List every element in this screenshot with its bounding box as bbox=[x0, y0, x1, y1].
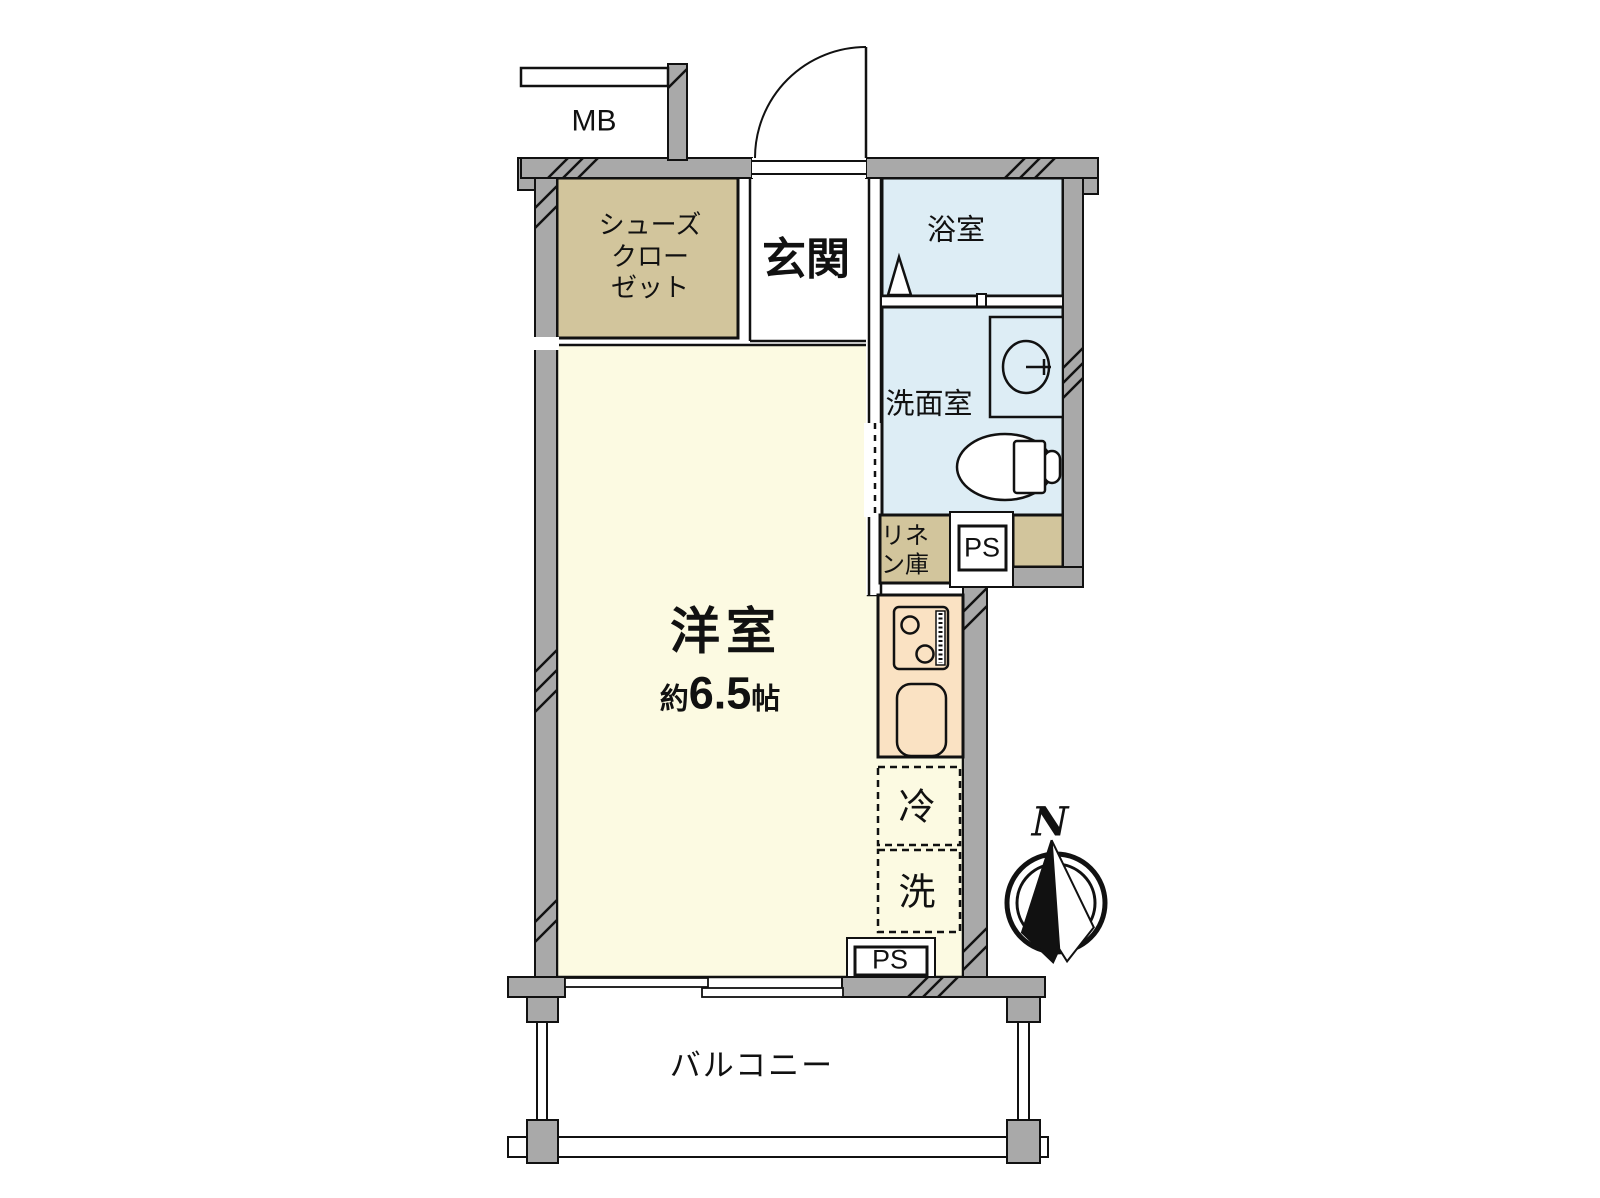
meter-box-label: MB bbox=[571, 104, 617, 138]
walls bbox=[507, 63, 1099, 998]
ps-lower-label: PS bbox=[871, 944, 909, 975]
balcony-structure bbox=[507, 996, 1049, 1164]
service-strip bbox=[1011, 513, 1065, 569]
entrance-door bbox=[752, 46, 868, 178]
ps-upper-box bbox=[949, 511, 1014, 588]
meter-box bbox=[519, 66, 670, 88]
refrigerator-label: 冷 bbox=[898, 786, 936, 828]
sliding-window bbox=[564, 977, 844, 998]
washroom-label: 洗面室 bbox=[885, 388, 973, 421]
refrigerator-space bbox=[876, 765, 962, 847]
compass-north-label: N bbox=[1031, 798, 1069, 846]
toilet-icon bbox=[955, 432, 1062, 502]
washer-label: 洗 bbox=[898, 871, 936, 913]
ps-lower-box bbox=[846, 937, 936, 978]
washer-space bbox=[876, 848, 962, 934]
washbasin-icon bbox=[988, 315, 1065, 419]
western-room-size: 約6.5帖 bbox=[659, 667, 781, 719]
genkan-area bbox=[748, 178, 866, 343]
stove-icon bbox=[892, 605, 950, 671]
left-wall-opening bbox=[532, 337, 559, 350]
kitchen-counter bbox=[876, 593, 965, 759]
balcony-label: バルコニー bbox=[669, 1048, 835, 1084]
bathroom-label: 浴室 bbox=[926, 214, 986, 247]
linen-label: リネ ン庫 bbox=[881, 522, 929, 579]
compass-icon bbox=[1004, 839, 1108, 965]
wall-hatching bbox=[534, 68, 1084, 998]
shoes-closet-floor bbox=[555, 176, 740, 340]
genkan-label: 玄関 bbox=[762, 235, 850, 285]
sink-icon bbox=[895, 682, 948, 758]
ps-upper-label: PS bbox=[963, 532, 1001, 563]
shoes-closet-label: シューズ クロー ゼット bbox=[598, 209, 702, 303]
western-room-label: 洋室 bbox=[670, 603, 782, 660]
